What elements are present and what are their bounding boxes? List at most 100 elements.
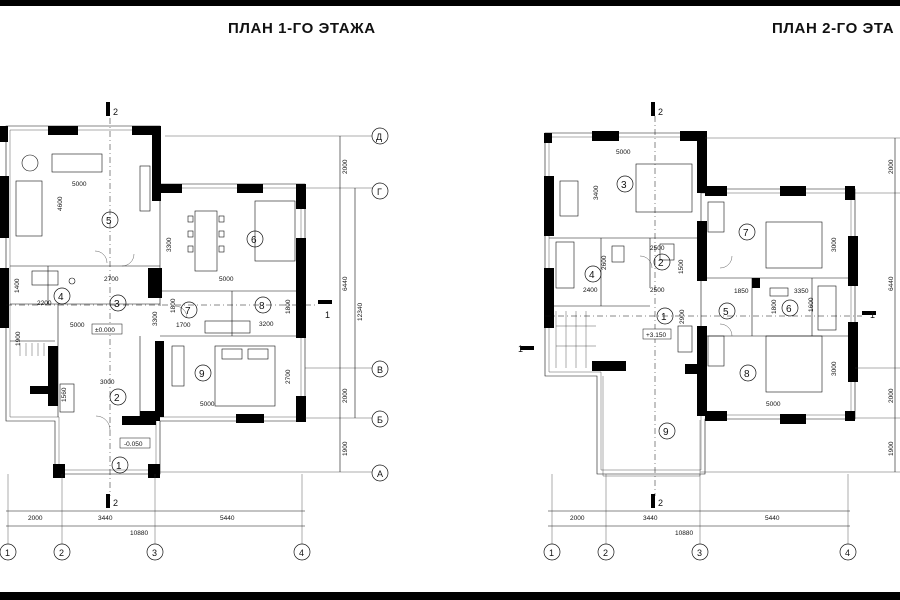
dimension-label: 2600 xyxy=(601,255,608,270)
dimension-label: 2000 xyxy=(888,388,895,403)
level-mark: -0.050 xyxy=(124,441,143,448)
wall-segment xyxy=(48,126,78,135)
room-number: 7 xyxy=(185,306,191,317)
wall-segment xyxy=(697,133,707,193)
dimension-label: 1800 xyxy=(170,298,177,313)
wall-segment xyxy=(122,416,156,425)
dimension-label: 3440 xyxy=(643,515,658,522)
plan1-title: ПЛАН 1-ГО ЭТАЖА xyxy=(228,20,376,37)
dimension-label: 1500 xyxy=(678,259,685,274)
dimension-label: 5000 xyxy=(219,276,234,283)
dimension-label: 1800 xyxy=(285,299,292,314)
wall-segment xyxy=(705,186,727,196)
room-number: 5 xyxy=(106,216,112,227)
bed-icon xyxy=(214,345,276,407)
level-mark: +3.150 xyxy=(646,332,666,339)
plan2-title: ПЛАН 2-ГО ЭТА xyxy=(772,20,895,37)
dimension-label: 2000 xyxy=(28,515,43,522)
section-mark: 2 xyxy=(113,107,118,117)
floor-plans-svg: 5 6 3 4 7 8 9 2 1 5000 4600 3300 2700 50… xyxy=(0,102,900,561)
dimension-label: 1700 xyxy=(176,322,191,329)
wall-segment xyxy=(752,278,760,288)
dimension-label: 1850 xyxy=(734,288,749,295)
wall-segment xyxy=(0,126,8,142)
dimension-label: 2000 xyxy=(570,515,585,522)
dimension-label: 5440 xyxy=(765,515,780,522)
wall-segment xyxy=(160,184,182,193)
plan2-drawing xyxy=(520,102,900,546)
axis-label: 3 xyxy=(152,548,157,558)
dimension-label: 5000 xyxy=(200,401,215,408)
dimension-label: 3300 xyxy=(152,311,159,326)
wall-segment xyxy=(236,414,264,423)
section-mark: 2 xyxy=(113,498,118,508)
wall-segment xyxy=(780,414,806,424)
sofa-icon xyxy=(51,153,103,173)
room-number: 3 xyxy=(621,180,627,191)
section-mark: 1 xyxy=(325,310,330,320)
room-number: 1 xyxy=(661,312,667,323)
axis-label: А xyxy=(377,469,383,479)
axis-label: В xyxy=(377,365,383,375)
axis-label: 2 xyxy=(59,548,64,558)
room-number: 4 xyxy=(58,292,64,303)
wall-segment xyxy=(845,411,855,421)
bed-icon xyxy=(765,221,823,269)
dimension-label: 6440 xyxy=(888,276,895,291)
wall-segment xyxy=(148,464,160,478)
wall-segment xyxy=(544,268,554,328)
dimension-label: 1900 xyxy=(15,331,22,346)
level-mark: ±0.000 xyxy=(95,327,115,334)
wall-segment xyxy=(848,322,858,382)
room-number: 8 xyxy=(259,301,265,312)
wall-segment xyxy=(0,268,9,328)
room-number: 9 xyxy=(199,369,205,380)
wall-segment xyxy=(592,361,626,371)
section-mark: 2 xyxy=(658,107,663,117)
bed-icon xyxy=(765,335,823,393)
wall-segment xyxy=(685,364,700,374)
wall-segment xyxy=(680,131,707,141)
section-mark: 2 xyxy=(658,498,663,508)
dimension-label: 5000 xyxy=(70,322,85,329)
dimension-label: 3000 xyxy=(831,361,838,376)
wall-segment xyxy=(845,186,855,200)
dimension-label: 10880 xyxy=(130,530,148,537)
dimension-label: 6440 xyxy=(342,276,349,291)
round-table-icon xyxy=(21,154,39,172)
wall-segment xyxy=(152,126,161,201)
wall-segment xyxy=(296,396,306,422)
room-number: 2 xyxy=(114,393,120,404)
dimension-label: 1800 xyxy=(771,299,778,314)
dimension-label: 1560 xyxy=(61,387,68,402)
wall-segment xyxy=(155,341,164,417)
dimension-label: 3300 xyxy=(166,237,173,252)
dimension-label: 5000 xyxy=(72,181,87,188)
plan1-drawing xyxy=(0,102,375,546)
room-number: 5 xyxy=(723,307,729,318)
dimension-label: 2700 xyxy=(104,276,119,283)
wall-segment xyxy=(780,186,806,196)
wall-segment xyxy=(705,411,727,421)
axis-label: 4 xyxy=(845,548,850,558)
room-number: 6 xyxy=(251,235,257,246)
dimension-label: 2500 xyxy=(650,287,665,294)
wall-segment xyxy=(30,386,50,394)
axis-label: 4 xyxy=(299,548,304,558)
room-number: 9 xyxy=(663,427,669,438)
dimension-label: 3440 xyxy=(98,515,113,522)
dimension-label: 4600 xyxy=(57,196,64,211)
wall-segment xyxy=(296,238,306,338)
section-mark: 1 xyxy=(518,344,523,354)
bed-icon xyxy=(635,163,693,213)
wall-segment xyxy=(848,236,858,286)
wall-segment xyxy=(697,221,707,281)
wall-segment xyxy=(544,133,552,143)
wall-segment xyxy=(697,326,707,416)
wall-segment xyxy=(53,464,65,478)
axis-label: 1 xyxy=(5,548,10,558)
dimension-label: 2500 xyxy=(650,245,665,252)
room-number: 3 xyxy=(114,299,120,310)
wall-segment xyxy=(592,131,619,141)
wall-segment xyxy=(0,176,9,238)
